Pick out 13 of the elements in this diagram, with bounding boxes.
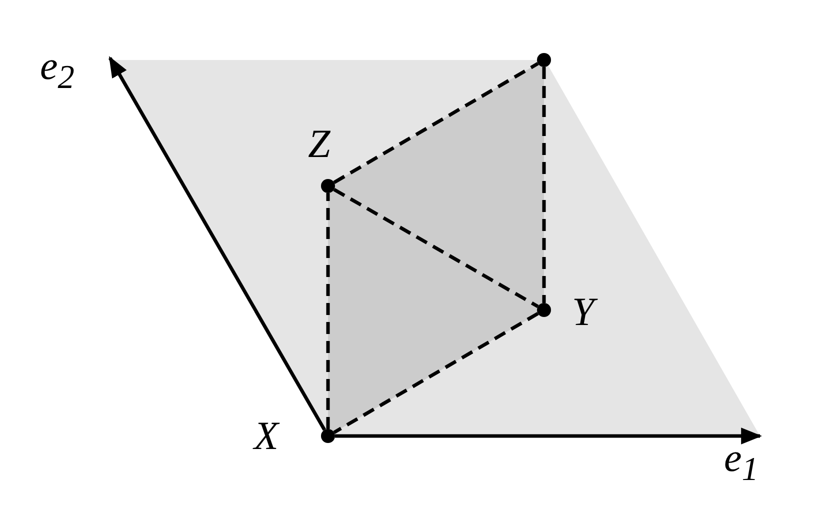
dashed-line bbox=[333, 188, 539, 308]
dashed-line bbox=[333, 62, 539, 184]
dashed-line bbox=[326, 193, 330, 429]
dashed-line bbox=[542, 67, 546, 303]
point-label: Z bbox=[308, 124, 330, 164]
point-dot bbox=[537, 53, 551, 67]
axis-label: e$_{1}$ bbox=[724, 438, 758, 490]
point-dot bbox=[321, 429, 335, 443]
axis-label: e$_{2}$ bbox=[40, 46, 74, 98]
vector-arrow bbox=[108, 56, 326, 431]
point-label: X bbox=[254, 416, 278, 456]
vector-arrow bbox=[335, 428, 762, 444]
dashed-line bbox=[333, 312, 539, 434]
